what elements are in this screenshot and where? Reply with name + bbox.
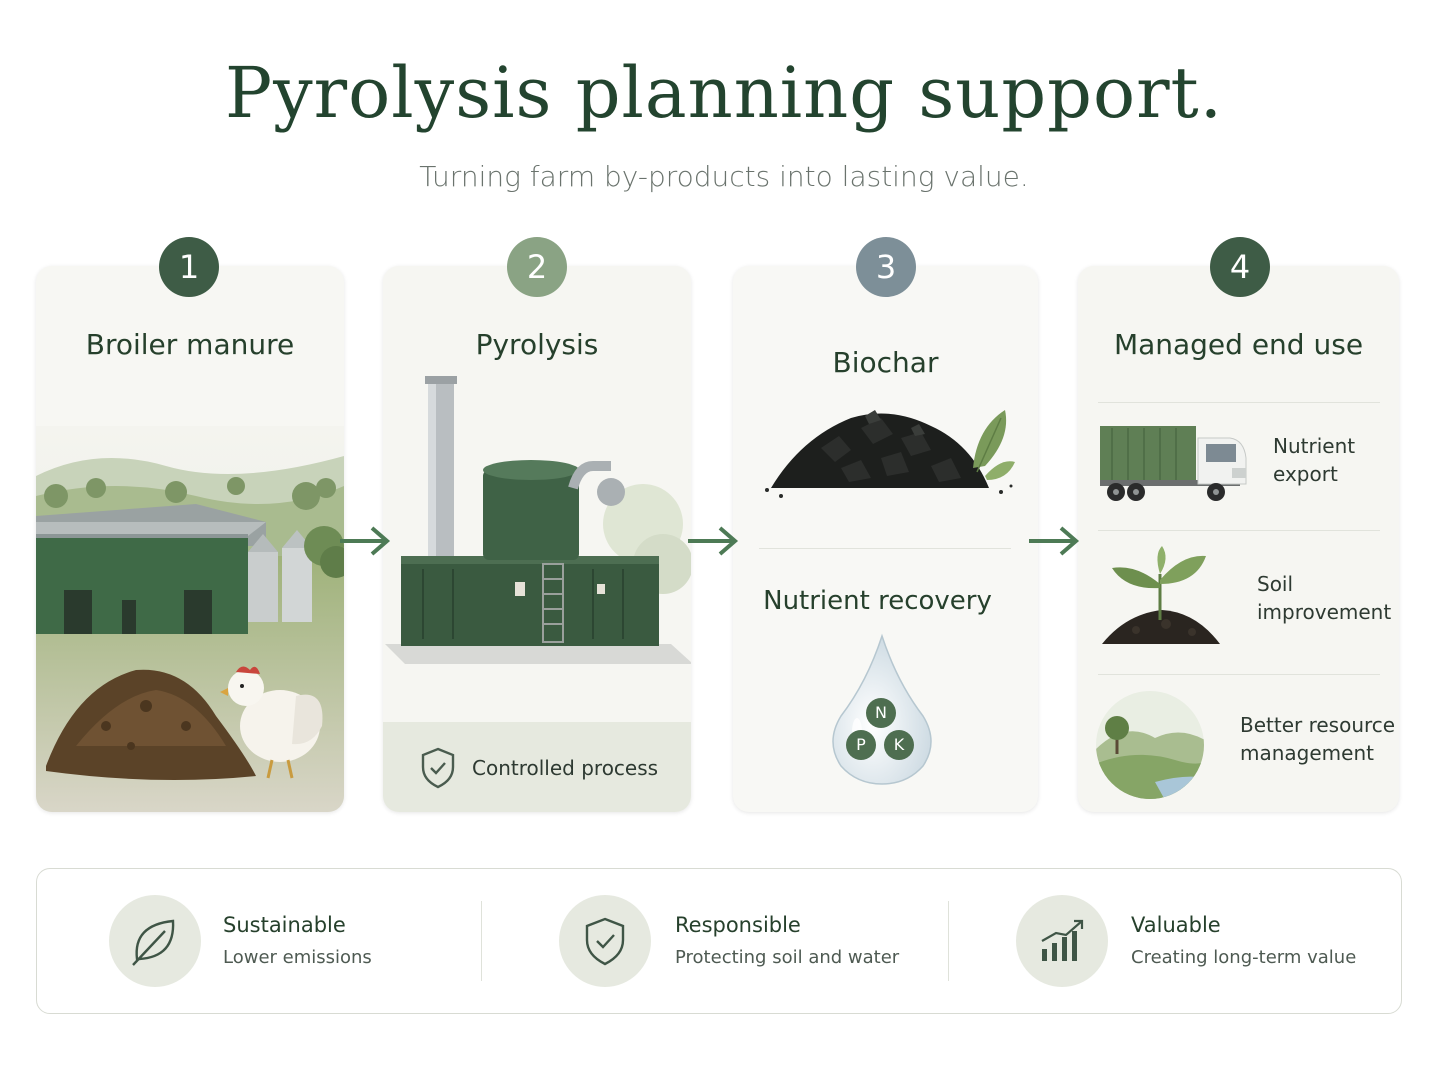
arrow-right-icon (340, 526, 391, 556)
controlled-process-banner: Controlled process (383, 722, 691, 812)
benefit-icon-circle (1016, 895, 1108, 987)
benefit-title: Sustainable (223, 913, 346, 937)
truck-icon (1100, 426, 1247, 501)
step-4-badge: 4 (1210, 237, 1270, 297)
page-subtitle: Turning farm by-products into lasting va… (419, 160, 1029, 193)
shield-check-icon (585, 917, 625, 966)
step-2-badge: 2 (507, 237, 567, 297)
step-title: Managed end use (1113, 328, 1364, 361)
benefit-subtitle: Protecting soil and water (675, 947, 900, 968)
benefit-icon-circle (109, 895, 201, 987)
farm-illustration (36, 426, 344, 812)
benefit-divider (481, 901, 482, 981)
benefit-subtitle: Lower emissions (223, 947, 372, 968)
landscape-icon (1096, 691, 1204, 799)
end-use-soil-improvement: Soil improvement (1257, 572, 1392, 624)
card-divider (759, 548, 1011, 549)
step-title: Broiler manure (85, 328, 295, 361)
sprout-icon (1102, 546, 1220, 644)
nutrient-p-badge: P (846, 730, 876, 760)
page-title: Pyrolysis planning support. (225, 52, 1223, 134)
benefit-divider (948, 901, 949, 981)
step-1-badge: 1 (159, 237, 219, 297)
step-title: Pyrolysis (475, 328, 599, 361)
benefit-icon-circle (559, 895, 651, 987)
biochar-pile-illustration (765, 410, 1015, 498)
controlled-process-label: Controlled process (472, 756, 659, 780)
pyrolysis-unit-illustration (385, 376, 691, 664)
nutrient-k-badge: K (884, 730, 914, 760)
end-use-resource-management: Better resource management (1240, 713, 1396, 765)
benefit-title: Responsible (675, 913, 801, 937)
nutrient-recovery-title: Nutrient recovery (763, 586, 992, 616)
card-divider (1098, 402, 1380, 403)
benefit-title: Valuable (1131, 913, 1221, 937)
step-card-managed-end-use: Managed end use Nutrient export Soil imp… (1078, 266, 1399, 812)
nutrient-n-badge: N (866, 698, 896, 728)
card-divider (1098, 530, 1380, 531)
step-3-badge: 3 (856, 237, 916, 297)
benefits-panel: Sustainable Lower emissions Responsible … (36, 868, 1402, 1014)
arrow-right-icon (1029, 526, 1080, 556)
end-use-nutrient-export: Nutrient export (1273, 434, 1356, 486)
leaf-icon (132, 919, 175, 966)
bar-chart-icon (1041, 919, 1084, 961)
arrow-right-icon (688, 526, 739, 556)
step-card-broiler-manure: Broiler manure (36, 266, 344, 812)
step-card-biochar: Biochar Nutrient recovery N P K (733, 266, 1038, 812)
step-card-pyrolysis: Pyrolysis Controlled process (383, 266, 691, 812)
shield-check-icon (421, 747, 455, 789)
step-title: Biochar (832, 346, 939, 379)
benefit-subtitle: Creating long-term value (1131, 947, 1357, 968)
card-divider (1098, 674, 1380, 675)
